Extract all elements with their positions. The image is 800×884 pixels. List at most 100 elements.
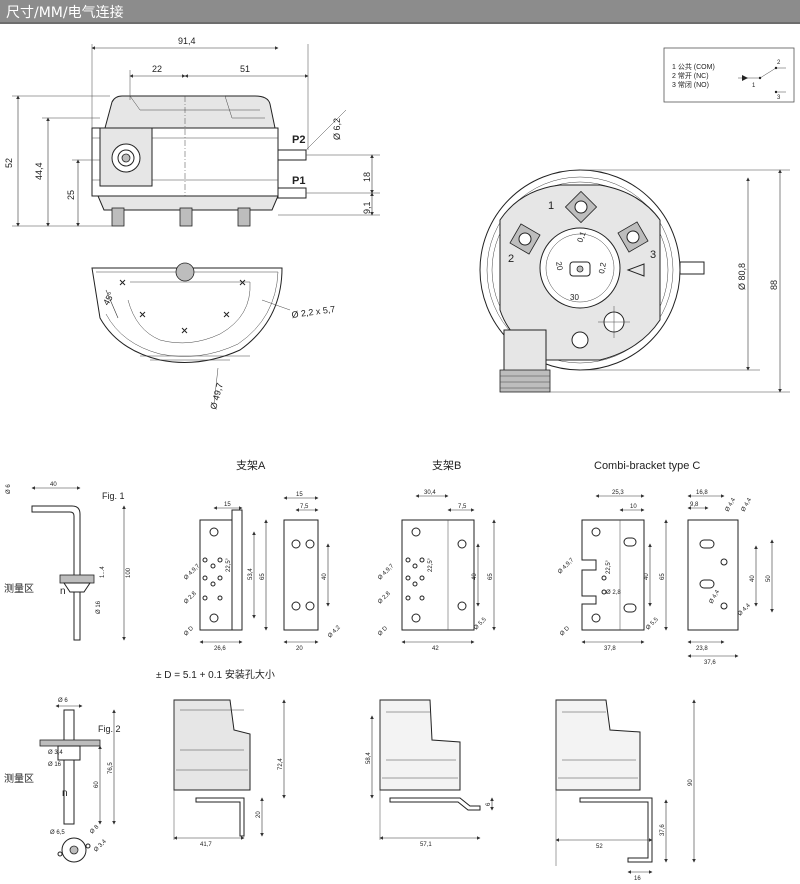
mount-c-dim-376: 37,6 [660,824,666,836]
fig1-dim-dia16: Ø 16 [96,600,102,614]
fig2-dim-60: 60 [94,781,100,788]
fig1-dim-100: 100 [126,567,132,578]
fig1-measure-label: 测量区 [4,582,34,595]
bracket-c-dim-dia55: Ø 5,5 [645,616,660,631]
bracket-c-dim-dia44a: Ø 4,4 [725,497,738,513]
legend-line-2: 2 常开 (NC) [672,71,709,80]
terminal-2-label: 2 [508,253,514,265]
dim-height: 52 [4,158,14,168]
dim-h3: 25 [66,190,76,200]
bracket-a-dim-dia49: Ø 4,9,7 [183,563,202,582]
wiring-legend: 1 公共 (COM) 2 常开 (NC) 3 常闭 (NO) 2 1 3 [663,47,795,103]
fig1-dim-dia6: Ø 6 [6,484,12,494]
mount-a-dim-417: 41,7 [200,842,212,848]
fig2-dim-dia34: Ø 3,4 [48,750,63,756]
bracket-c-dim-65: 65 [660,573,666,580]
fig2-dim-765: 76,5 [108,762,114,774]
legend-pin-3: 3 [777,95,781,101]
dim-port-low: 9,1 [362,201,372,214]
mount-c-dim-52: 52 [596,844,603,850]
section-title: 尺寸/MM/电气连接 [6,5,124,21]
fig1-probe: Fig. 1 40 Ø 6 Ø 16 1...4 100 测量区 n [4,482,132,641]
bracket-a-dim-40: 40 [322,573,328,580]
scale-30: 30 [570,293,579,302]
legend-pin-1: 1 [752,83,756,89]
bracket-a-dim-15b: 15 [296,492,303,498]
bracket-c-dim-dia44d: Ø 4,4 [737,602,752,617]
bracket-c-dim-168: 16,8 [696,490,708,496]
bracket-a-dim-65: 65 [260,573,266,580]
fig2-label: Fig. 2 [98,724,121,734]
dim-slot: Ø 2,2 x 5,7 [291,304,336,320]
bracket-a-title: 支架A [236,459,266,472]
bracket-c-dim-10: 10 [630,504,637,510]
fig2-dim-dia6: Ø 6 [58,698,68,704]
bracket-b-dim-75: 7,5 [458,504,467,510]
fig2-dim-dia34b: Ø 3,4 [93,838,108,853]
bracket-c-dim-diaD: Ø D [559,625,571,637]
mount-b-dim-571: 57,1 [420,842,432,848]
scale-02: 0,2 [597,261,608,274]
bracket-a: 15 Ø 4,9,7 22,5° Ø 2,8 Ø D 53,4 65 26,6 … [183,492,342,652]
terminal-3-label: 3 [650,249,656,261]
bracket-c-dim-40a: 40 [644,573,650,580]
switch-symbol-icon [738,66,786,94]
bracket-c-dim-dia28: Ø 2,8 [606,590,621,596]
port-p2-label: P2 [292,134,305,146]
fig2-n-label: n [62,788,68,799]
bracket-c-dim-376: 37,6 [704,660,716,666]
mount-b-dim-584: 58,4 [366,752,372,764]
fig1-dim-1-4: 1...4 [100,566,106,578]
bracket-b-dim-dia55: Ø 5,5 [473,616,488,631]
mount-view-b: 58,4 6 57,1 [366,699,494,848]
bracket-a-dim-15: 15 [224,502,231,508]
fig2-dim-dia16: Ø 16 [48,762,62,768]
section-header: 尺寸/MM/电气连接 [0,0,800,24]
bracket-c-dim-angle: 22,5° [606,559,612,574]
fig2-dim-dia65: Ø 6,5 [50,830,65,836]
dim-top-dia: Ø 80,8 [737,263,747,290]
mount-view-a: 72,4 20 41,7 [173,699,286,848]
bracket-a-dim-dia28: Ø 2,8 [183,590,198,605]
bracket-c: 25,3 10 16,8 9,8 Ø 4,4 Ø 4,4 Ø 4,9,7 22,… [557,490,774,666]
mount-c-dim-90: 90 [688,779,694,786]
bracket-b-dim-dia28: Ø 2,8 [377,590,392,605]
bracket-b-dim-diaD: Ø D [377,625,389,637]
bracket-b-dim-40: 40 [472,573,478,580]
fig2-probe: Fig. 2 Ø 6 Ø 3,4 Ø 16 60 76,5 测量区 n Ø 6,… [4,698,121,863]
terminal-1-label: 1 [548,200,554,212]
dim-tube-dia: Ø 6,2 [332,118,342,140]
bracket-c-dim-253: 25,3 [612,490,624,496]
bracket-c-dim-dia44b: Ø 4,4 [741,497,754,513]
front-view: P2 P1 91,4 22 51 52 44,4 25 18 9,1 Ø 6,2 [4,36,380,227]
port-p1-label: P1 [292,175,305,187]
bracket-b-dim-304: 30,4 [424,490,436,496]
bracket-a-dim-angle: 22,5° [226,557,232,572]
scale-20: 20 [554,261,565,272]
dim-top-height: 88 [769,280,779,290]
mount-view-c: 90 37,6 52 16 [555,699,696,882]
terminal-screw-icon [509,190,649,255]
bracket-c-dim-dia49: Ø 4,9,7 [557,557,576,576]
mount-b-dim-6: 6 [486,802,492,806]
bracket-b-dim-dia49: Ø 4,9,7 [377,563,396,582]
fig2-dim-dia8: Ø 8 [89,824,101,836]
legend-line-1: 1 公共 (COM) [672,62,715,71]
bracket-c-dim-50: 50 [766,575,772,582]
scale-01: 0,1 [575,230,587,244]
bracket-a-dim-dia42: Ø 4,2 [327,624,342,639]
fig1-dim-40: 40 [50,482,57,488]
bracket-c-dim-238: 23,8 [696,646,708,652]
dim-h2: 44,4 [34,162,44,180]
bracket-c-title: Combi-bracket type C [594,460,700,472]
legend-line-3: 3 常闭 (NO) [672,80,709,89]
dim-port-gap: 18 [362,172,372,182]
fig2-measure-label: 测量区 [4,772,34,785]
bracket-b-dim-angle: 22,5° [428,557,434,572]
mount-c-dim-16: 16 [634,876,641,882]
dim-overall-width: 91,4 [178,36,196,46]
fig1-label: Fig. 1 [102,491,125,501]
bracket-c-dim-378: 37,8 [604,646,616,652]
dim-circle: Ø 49,7 [208,382,225,411]
bracket-b-dim-42: 42 [432,646,439,652]
